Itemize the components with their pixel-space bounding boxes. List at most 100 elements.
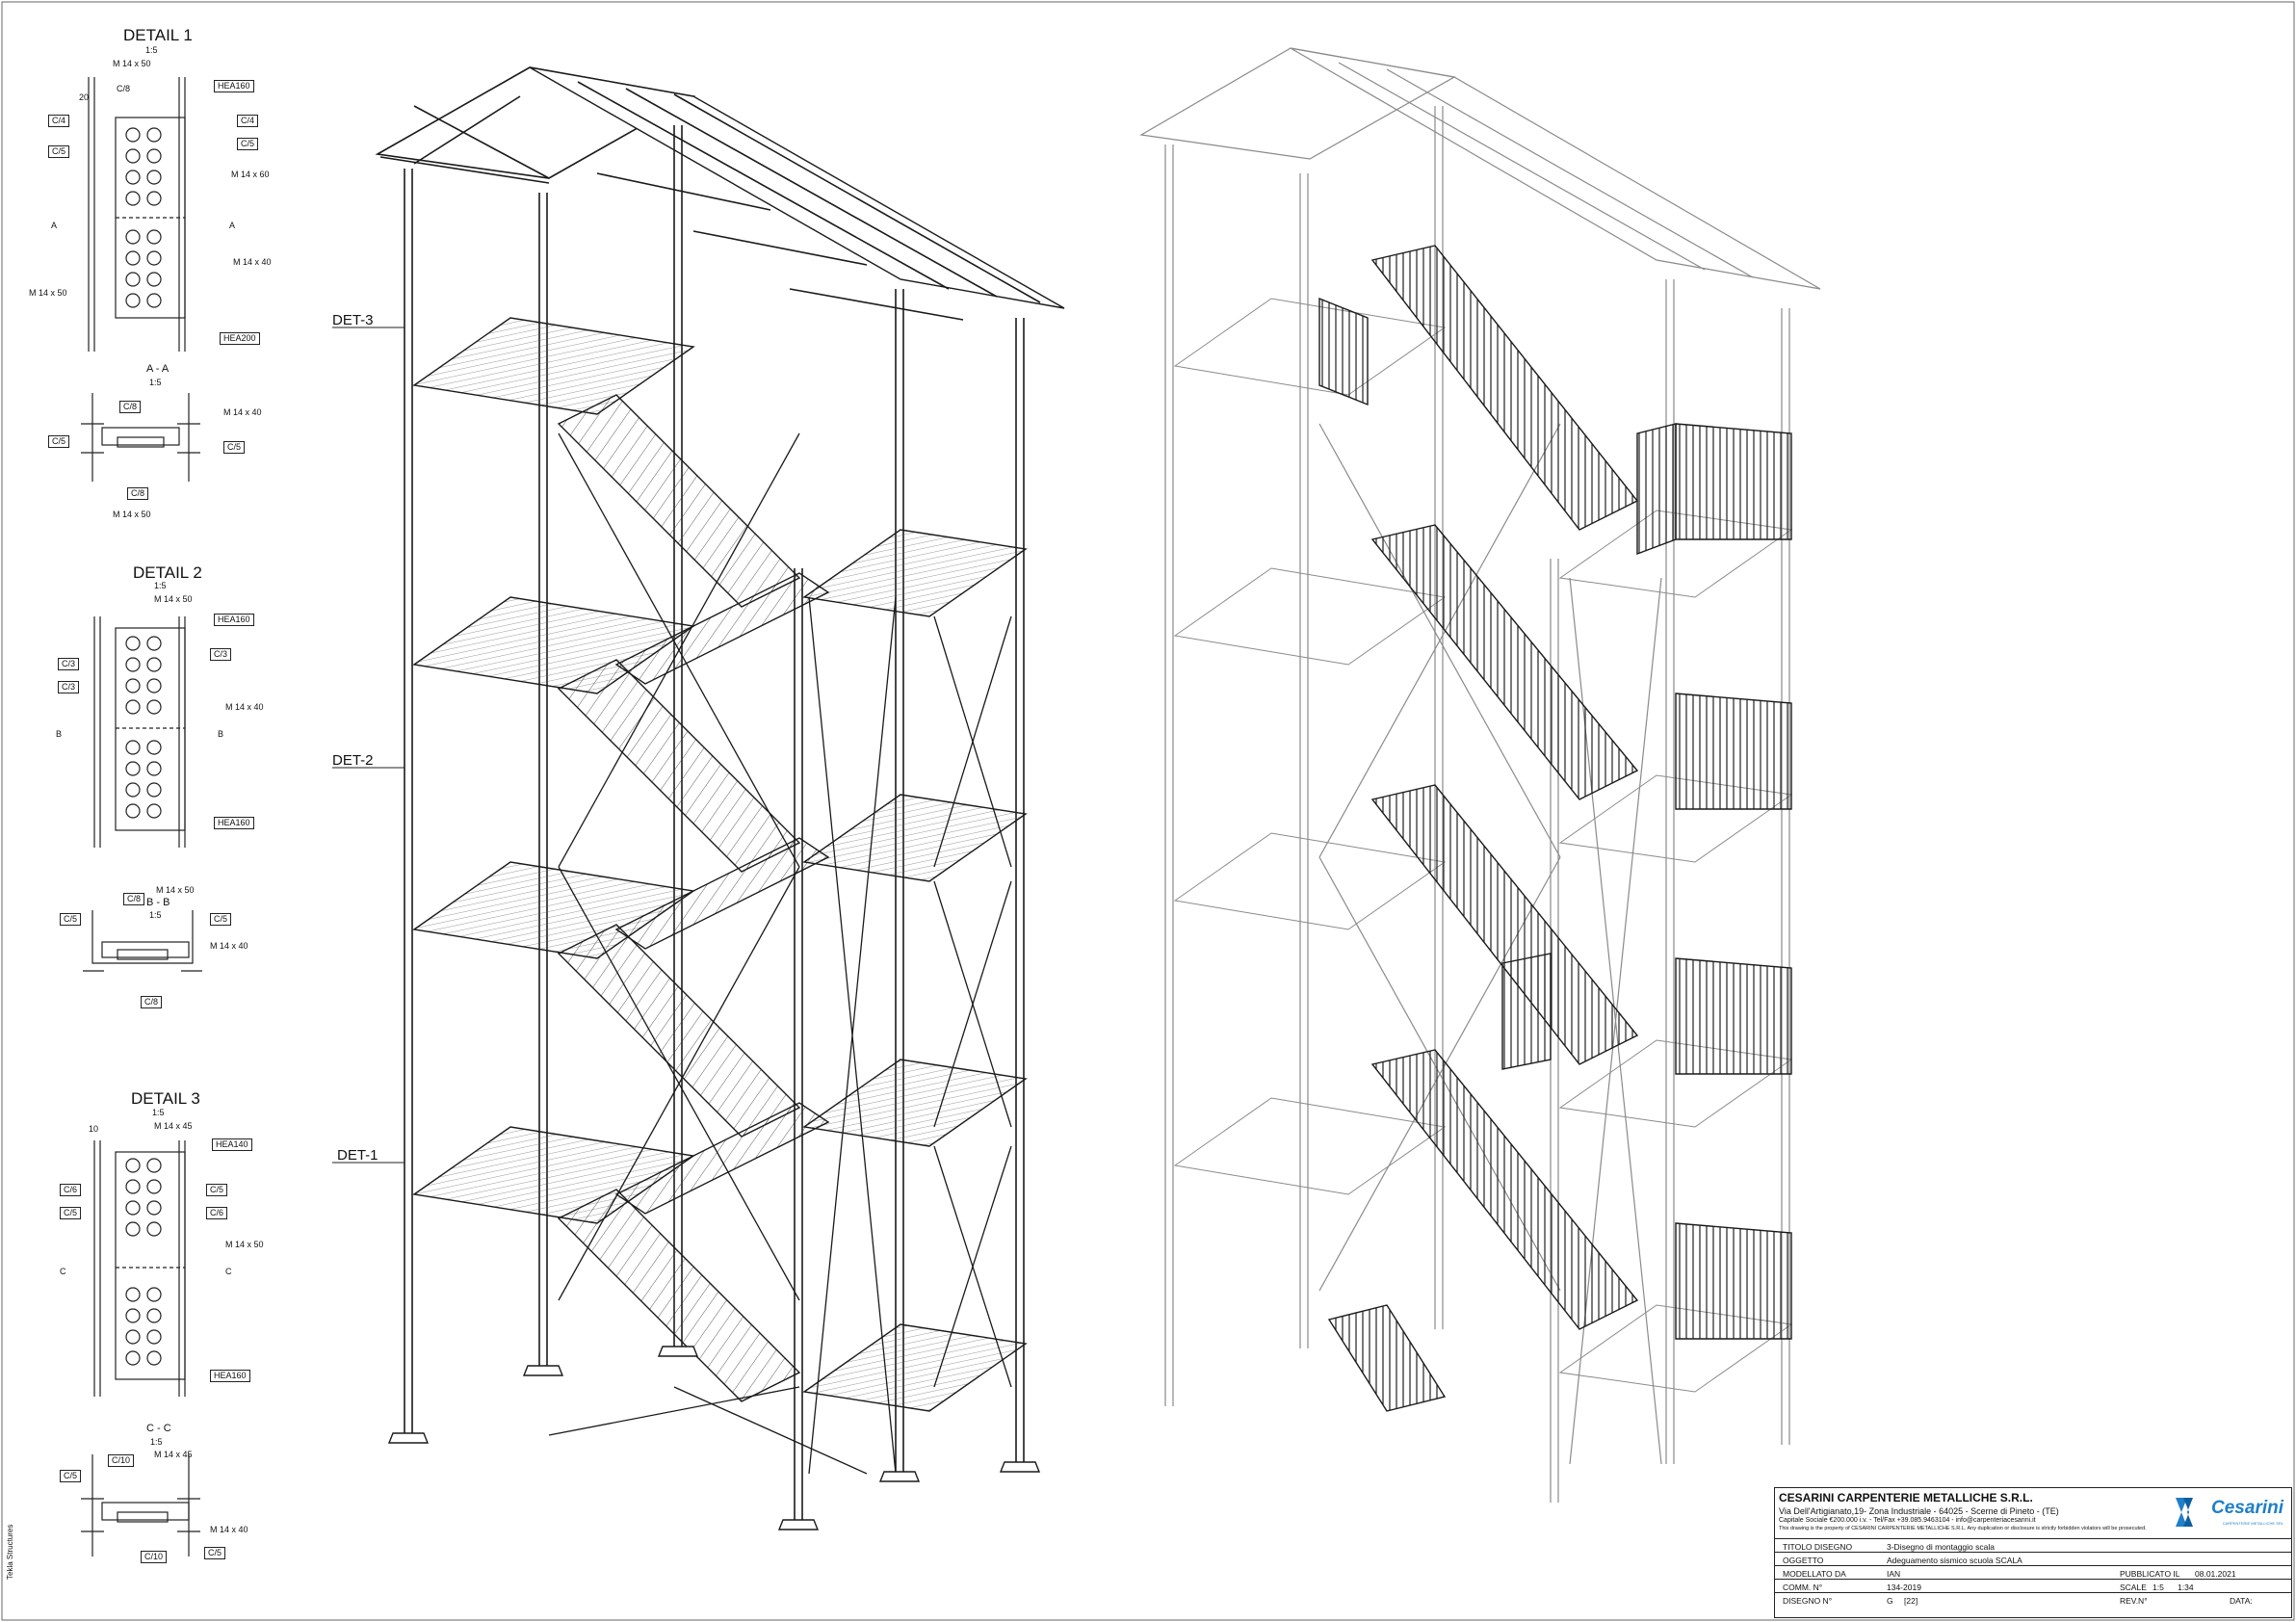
detail-1-tag: HEA200 <box>220 332 260 345</box>
detail-3-scale: 1:5 <box>152 1108 165 1117</box>
logo-subtitle: CARPENTERIE METALLICHE SRL <box>2222 1521 2283 1526</box>
row-value: IAN <box>1887 1569 1901 1579</box>
detail-1-bolts <box>125 127 162 308</box>
section-c-title: C - C <box>146 1423 171 1434</box>
detail-2-drawing <box>93 616 186 848</box>
detail-1-tag: M 14 x 60 <box>231 170 270 179</box>
row-value: 1:34 <box>2178 1583 2194 1592</box>
property-disclaimer: This drawing is the property of CESARINI… <box>1779 1526 2147 1531</box>
detail-3-tag: C/6 <box>60 1184 82 1196</box>
row-value: 08.01.2021 <box>2195 1569 2236 1579</box>
detail-2-tag: B <box>218 729 224 739</box>
detail-2-tag: C/3 <box>58 681 80 693</box>
detail-1-scale: 1:5 <box>145 45 158 55</box>
detail-1-drawing <box>88 77 186 352</box>
detail-1-tag: A <box>51 221 58 230</box>
section-a-tag: C/5 <box>223 441 246 454</box>
detail-3-drawing <box>93 1140 186 1397</box>
tower-dark-base-plates <box>387 1346 1041 1530</box>
detail-2-tag: C/3 <box>210 648 232 661</box>
section-c-tag: C/5 <box>60 1470 82 1482</box>
company-address: Via Dell'Artigianato,19- Zona Industrial… <box>1779 1506 2059 1516</box>
detail-3-tag: HEA160 <box>210 1370 250 1382</box>
tower-dark-bracing <box>548 432 1012 1475</box>
detail-2-scale: 1:5 <box>154 581 167 590</box>
section-b-title: B - B <box>146 897 170 908</box>
detail-3-tag: HEA140 <box>212 1138 252 1151</box>
detail-3-tag: M 14 x 50 <box>225 1240 264 1249</box>
section-b-scale: 1:5 <box>149 910 162 920</box>
section-c-tag: C/10 <box>141 1551 168 1563</box>
section-a-drawing <box>81 393 200 482</box>
section-c-tag: M 14 x 45 <box>154 1450 193 1459</box>
section-c-scale: 1:5 <box>150 1437 163 1447</box>
section-a-tag: C/8 <box>119 401 142 413</box>
section-b-drawing <box>83 910 202 972</box>
section-b-tag: C/8 <box>141 996 163 1008</box>
row-value: 3-Disegno di montaggio scala <box>1887 1542 1995 1552</box>
det-ref-label: DET-3 <box>332 312 374 328</box>
row-value: G <box>1887 1596 1893 1606</box>
det-leader-lines <box>332 327 404 1164</box>
row-value: Adeguamento sismico scuola SCALA <box>1887 1556 2022 1565</box>
detail-2-tag: B <box>56 729 63 739</box>
side-label: Tekla Structures <box>6 1524 14 1580</box>
row-value: [22] <box>1904 1596 1918 1606</box>
detail-1-tag: C/4 <box>48 115 70 127</box>
row-label: MODELLATO DA <box>1783 1569 1846 1579</box>
section-c-tag: C/10 <box>108 1454 135 1467</box>
detail-2-tag: M 14 x 50 <box>154 594 193 604</box>
detail-2-tag: HEA160 <box>214 614 254 626</box>
detail-1-tag: M 14 x 50 <box>113 59 151 68</box>
row-value: 134-2019 <box>1887 1583 1921 1592</box>
title-block-row: TITOLO DISEGNO 3-Disegno di montaggio sc… <box>1775 1538 2291 1553</box>
detail-1-tag: 20 <box>79 92 90 102</box>
detail-3-tag: C/5 <box>60 1207 82 1219</box>
logo-wordmark: Cesarini <box>2211 1498 2283 1518</box>
title-block-row: COMM. N° 134-2019 SCALE 1:5 1:34 <box>1775 1579 2291 1593</box>
tower-dark-landings <box>412 317 1028 1412</box>
detail-2-tag: M 14 x 40 <box>225 702 264 712</box>
section-a-title: A - A <box>146 363 170 375</box>
detail-3-title: DETAIL 3 <box>131 1089 200 1108</box>
detail-1-tag: C/5 <box>48 145 70 158</box>
section-b-tag: C/5 <box>210 913 232 926</box>
det-ref-label: DET-1 <box>337 1147 378 1164</box>
cesarini-logo-icon <box>2176 1498 2193 1527</box>
row-label: TITOLO DISEGNO <box>1783 1542 1853 1552</box>
detail-1-tag: A <box>229 221 236 230</box>
row-value: 1:5 <box>2152 1583 2164 1592</box>
detail-1-tag: M 14 x 50 <box>29 288 67 298</box>
det-ref-label: DET-2 <box>332 752 374 769</box>
section-b-tag: M 14 x 40 <box>210 941 248 951</box>
row-label: DATA: <box>2230 1596 2253 1606</box>
row-label: PUBBLICATO IL <box>2120 1569 2180 1579</box>
detail-3-tag: C <box>60 1267 66 1276</box>
row-label: SCALE <box>2120 1583 2147 1592</box>
detail-1-tag: C/5 <box>237 138 259 150</box>
row-label: OGGETTO <box>1783 1556 1824 1565</box>
detail-3-bolts <box>125 1158 162 1366</box>
section-b-tag: C/8 <box>123 893 145 905</box>
detail-1-tag: HEA160 <box>214 80 254 92</box>
company-name: CESARINI CARPENTERIE METALLICHE S.R.L. <box>1779 1491 2033 1504</box>
section-a-tag: M 14 x 40 <box>223 407 262 417</box>
section-b-tag: C/5 <box>60 913 82 926</box>
company-capital: Capitale Sociale €200.000 i.v. - Tel/Fax… <box>1779 1517 2036 1524</box>
detail-2-tag: C/3 <box>58 658 80 670</box>
row-label: REV.N° <box>2120 1596 2148 1606</box>
detail-2-tag: HEA160 <box>214 817 254 829</box>
detail-2-title: DETAIL 2 <box>133 563 202 582</box>
tower-dark-isometric <box>375 66 1065 1522</box>
section-c-tag: C/5 <box>204 1547 226 1559</box>
detail-3-tag: C/5 <box>206 1184 228 1196</box>
section-a-tag: C/5 <box>48 435 70 448</box>
title-block-row: DISEGNO N° G [22] REV.N° DATA: <box>1775 1592 2291 1607</box>
section-a-scale: 1:5 <box>149 378 162 387</box>
detail-1-title: DETAIL 1 <box>123 26 193 44</box>
detail-1-tag: C/4 <box>237 115 259 127</box>
detail-3-tag: M 14 x 45 <box>154 1121 193 1131</box>
detail-1-tag: M 14 x 40 <box>233 257 272 267</box>
